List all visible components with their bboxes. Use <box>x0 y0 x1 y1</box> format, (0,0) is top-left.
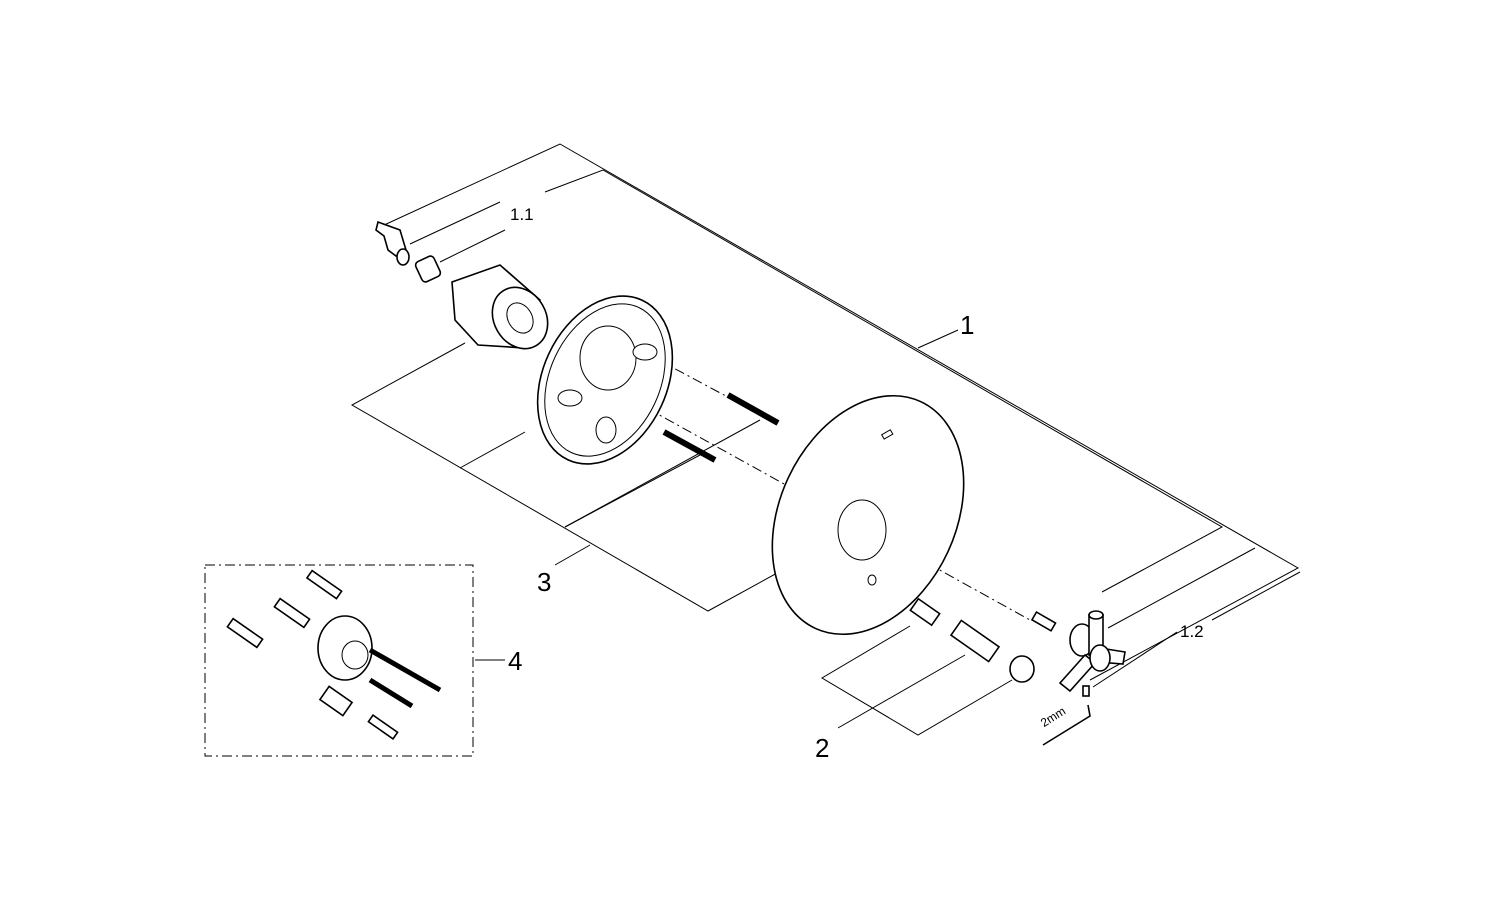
extension-sleeve-part <box>451 264 549 350</box>
label-item-1: 1 <box>960 310 975 340</box>
bracket-item-1-2 <box>1092 547 1301 688</box>
bracket-item-2 <box>821 625 1013 736</box>
spline-adapter-part <box>414 255 442 283</box>
back-plate-part <box>536 295 674 465</box>
screw-part <box>662 392 780 463</box>
label-item-2: 2 <box>815 733 830 763</box>
handle-stem-parts <box>909 597 1035 683</box>
label-item-1-2: 1.2 <box>1180 622 1204 641</box>
escutcheon-plate-part <box>771 394 965 636</box>
cross-handle-part <box>1030 610 1126 697</box>
label-item-4: 4 <box>508 646 523 676</box>
optional-kit-box <box>204 564 505 757</box>
bracket-item-1 <box>381 143 1300 681</box>
label-item-3: 3 <box>537 567 552 597</box>
bracket-item-3 <box>350 342 791 612</box>
label-item-1-1: 1.1 <box>510 205 534 224</box>
hex-key-icon <box>1042 704 1091 746</box>
bracket-item-1-1 <box>409 169 1224 593</box>
stop-lever-part <box>375 220 410 266</box>
